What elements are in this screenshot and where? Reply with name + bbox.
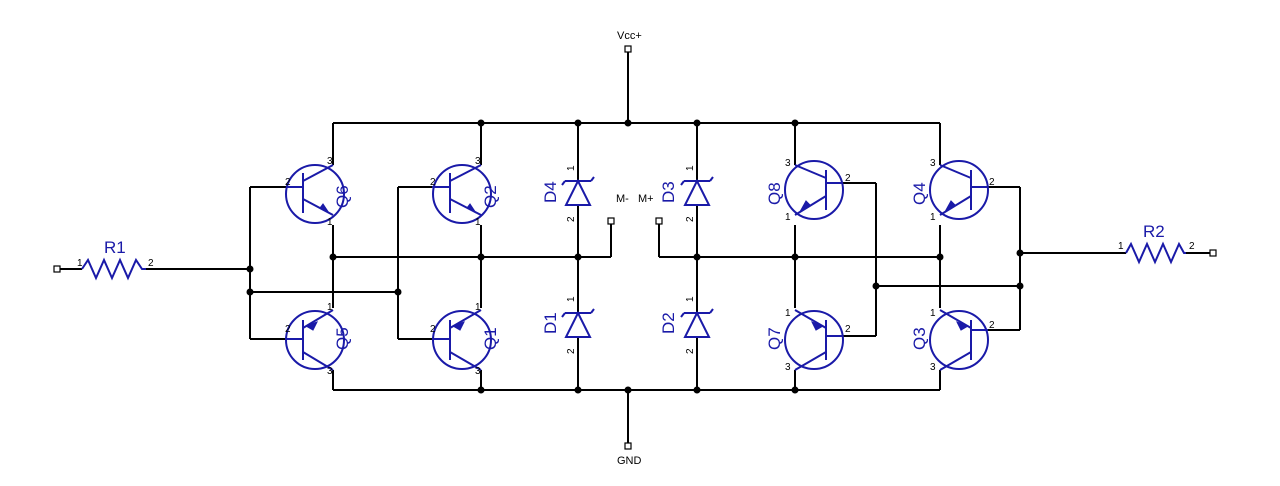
svg-text:3: 3 bbox=[930, 158, 936, 169]
svg-text:1: 1 bbox=[930, 308, 936, 319]
svg-text:3: 3 bbox=[785, 158, 791, 169]
transistor-q4[interactable]: Q4 2 3 1 bbox=[910, 158, 995, 223]
m-minus-terminal[interactable] bbox=[607, 217, 615, 225]
svg-text:2: 2 bbox=[685, 348, 696, 354]
svg-text:2: 2 bbox=[566, 348, 577, 354]
column-wires bbox=[332, 123, 941, 390]
svg-text:1: 1 bbox=[327, 217, 333, 228]
diode-d1[interactable]: D1 1 2 bbox=[541, 296, 595, 354]
motor-output-wires: M- M+ bbox=[333, 193, 940, 258]
gnd-label: GND bbox=[617, 455, 642, 467]
q7-ref: Q7 bbox=[765, 327, 784, 350]
svg-text:1: 1 bbox=[930, 212, 936, 223]
q5-ref: Q5 bbox=[333, 327, 352, 350]
vcc-rail: Vcc+ bbox=[333, 30, 940, 124]
m-plus-label: M+ bbox=[638, 193, 654, 205]
resistor-r1[interactable]: R1 1 2 bbox=[53, 238, 154, 281]
transistor-q1[interactable]: Q1 2 1 3 bbox=[430, 302, 500, 377]
junction-dots bbox=[246, 119, 1024, 394]
svg-text:2: 2 bbox=[566, 216, 577, 222]
svg-text:2: 2 bbox=[148, 258, 154, 269]
svg-text:3: 3 bbox=[930, 362, 936, 373]
svg-text:2: 2 bbox=[285, 324, 291, 335]
d2-ref: D2 bbox=[659, 312, 678, 334]
svg-text:1: 1 bbox=[475, 217, 481, 228]
transistor-q8[interactable]: Q8 2 3 1 bbox=[765, 158, 851, 223]
d1-ref: D1 bbox=[541, 312, 560, 334]
diode-d3[interactable]: D3 1 2 bbox=[659, 165, 714, 222]
q3-ref: Q3 bbox=[910, 327, 929, 350]
svg-text:1: 1 bbox=[475, 302, 481, 313]
m-plus-terminal[interactable] bbox=[655, 217, 663, 225]
transistor-q3[interactable]: Q3 2 1 3 bbox=[910, 308, 995, 373]
resistor-r2[interactable]: R2 1 2 bbox=[1118, 222, 1217, 265]
r2-ref: R2 bbox=[1143, 222, 1165, 241]
gnd-rail: GND bbox=[333, 389, 940, 467]
vcc-terminal[interactable] bbox=[624, 45, 632, 53]
gnd-terminal[interactable] bbox=[624, 442, 632, 450]
svg-text:3: 3 bbox=[327, 156, 333, 167]
q8-ref: Q8 bbox=[765, 182, 784, 205]
svg-text:1: 1 bbox=[785, 212, 791, 223]
d3-ref: D3 bbox=[659, 181, 678, 203]
q2-ref: Q2 bbox=[481, 185, 500, 208]
svg-text:1: 1 bbox=[566, 296, 577, 302]
svg-text:1: 1 bbox=[566, 165, 577, 171]
svg-text:1: 1 bbox=[685, 165, 696, 171]
svg-text:2: 2 bbox=[430, 324, 436, 335]
svg-text:2: 2 bbox=[285, 177, 291, 188]
transistor-q2[interactable]: Q2 2 3 1 bbox=[430, 156, 500, 228]
svg-text:1: 1 bbox=[327, 302, 333, 313]
svg-text:3: 3 bbox=[327, 366, 333, 377]
svg-text:3: 3 bbox=[475, 156, 481, 167]
q4-ref: Q4 bbox=[910, 182, 929, 205]
svg-text:1: 1 bbox=[685, 296, 696, 302]
left-input-wires bbox=[60, 186, 432, 340]
svg-text:2: 2 bbox=[1189, 241, 1195, 252]
m-minus-label: M- bbox=[616, 193, 629, 205]
svg-text:3: 3 bbox=[475, 366, 481, 377]
r2-output-terminal[interactable] bbox=[1209, 249, 1217, 257]
right-input-wires bbox=[843, 182, 1210, 337]
svg-text:2: 2 bbox=[685, 216, 696, 222]
svg-text:2: 2 bbox=[430, 177, 436, 188]
q1-ref: Q1 bbox=[481, 327, 500, 350]
svg-text:3: 3 bbox=[785, 362, 791, 373]
svg-text:2: 2 bbox=[845, 173, 851, 184]
svg-text:2: 2 bbox=[845, 324, 851, 335]
svg-text:2: 2 bbox=[989, 177, 995, 188]
transistor-q6[interactable]: Q6 2 3 1 bbox=[285, 156, 352, 228]
vcc-label: Vcc+ bbox=[617, 30, 642, 42]
svg-text:1: 1 bbox=[77, 258, 83, 269]
svg-text:1: 1 bbox=[785, 308, 791, 319]
r1-ref: R1 bbox=[104, 238, 126, 257]
svg-text:1: 1 bbox=[1118, 241, 1124, 252]
diode-d2[interactable]: D2 1 2 bbox=[659, 296, 714, 354]
r1-input-terminal[interactable] bbox=[53, 265, 61, 273]
transistor-q5[interactable]: Q5 2 1 3 bbox=[285, 302, 352, 377]
svg-text:2: 2 bbox=[989, 320, 995, 331]
q6-ref: Q6 bbox=[333, 185, 352, 208]
diode-d4[interactable]: D4 1 2 bbox=[541, 165, 595, 222]
d4-ref: D4 bbox=[541, 181, 560, 203]
transistor-q7[interactable]: Q7 2 1 3 bbox=[765, 308, 851, 373]
